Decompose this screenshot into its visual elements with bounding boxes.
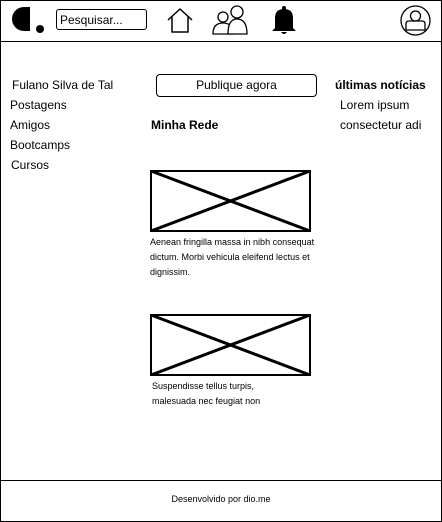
top-bar xyxy=(0,0,442,42)
users-icon[interactable] xyxy=(210,4,250,36)
sidebar-item-cursos[interactable]: Cursos xyxy=(11,158,50,172)
profile-name[interactable]: Fulano Silva de Tal xyxy=(12,78,114,92)
footer-divider xyxy=(0,480,442,481)
logo-icon[interactable] xyxy=(10,5,50,35)
post-text: Aenean fringilla massa in nibh consequat… xyxy=(150,237,315,277)
home-icon[interactable] xyxy=(165,6,195,34)
news-item[interactable]: consectetur adi xyxy=(340,118,422,132)
post-image-placeholder xyxy=(150,170,311,232)
footer-text: Desenvolvido por dio.me xyxy=(171,494,271,504)
bell-icon[interactable] xyxy=(271,5,297,35)
search-input[interactable] xyxy=(56,9,147,30)
sidebar-item-postagens[interactable]: Postagens xyxy=(10,98,67,112)
news-item[interactable]: Lorem ipsum xyxy=(340,98,410,112)
publish-button[interactable]: Publique agora xyxy=(156,74,317,97)
post-text: Suspendisse tellus turpis, malesuada nec… xyxy=(152,381,261,406)
post-image-placeholder xyxy=(150,314,311,376)
sidebar-item-amigos[interactable]: Amigos xyxy=(10,118,51,132)
news-title: últimas notícias xyxy=(335,78,426,92)
section-title: Minha Rede xyxy=(151,118,219,132)
avatar-icon[interactable] xyxy=(400,5,431,36)
sidebar-item-bootcamps[interactable]: Bootcamps xyxy=(10,138,71,152)
